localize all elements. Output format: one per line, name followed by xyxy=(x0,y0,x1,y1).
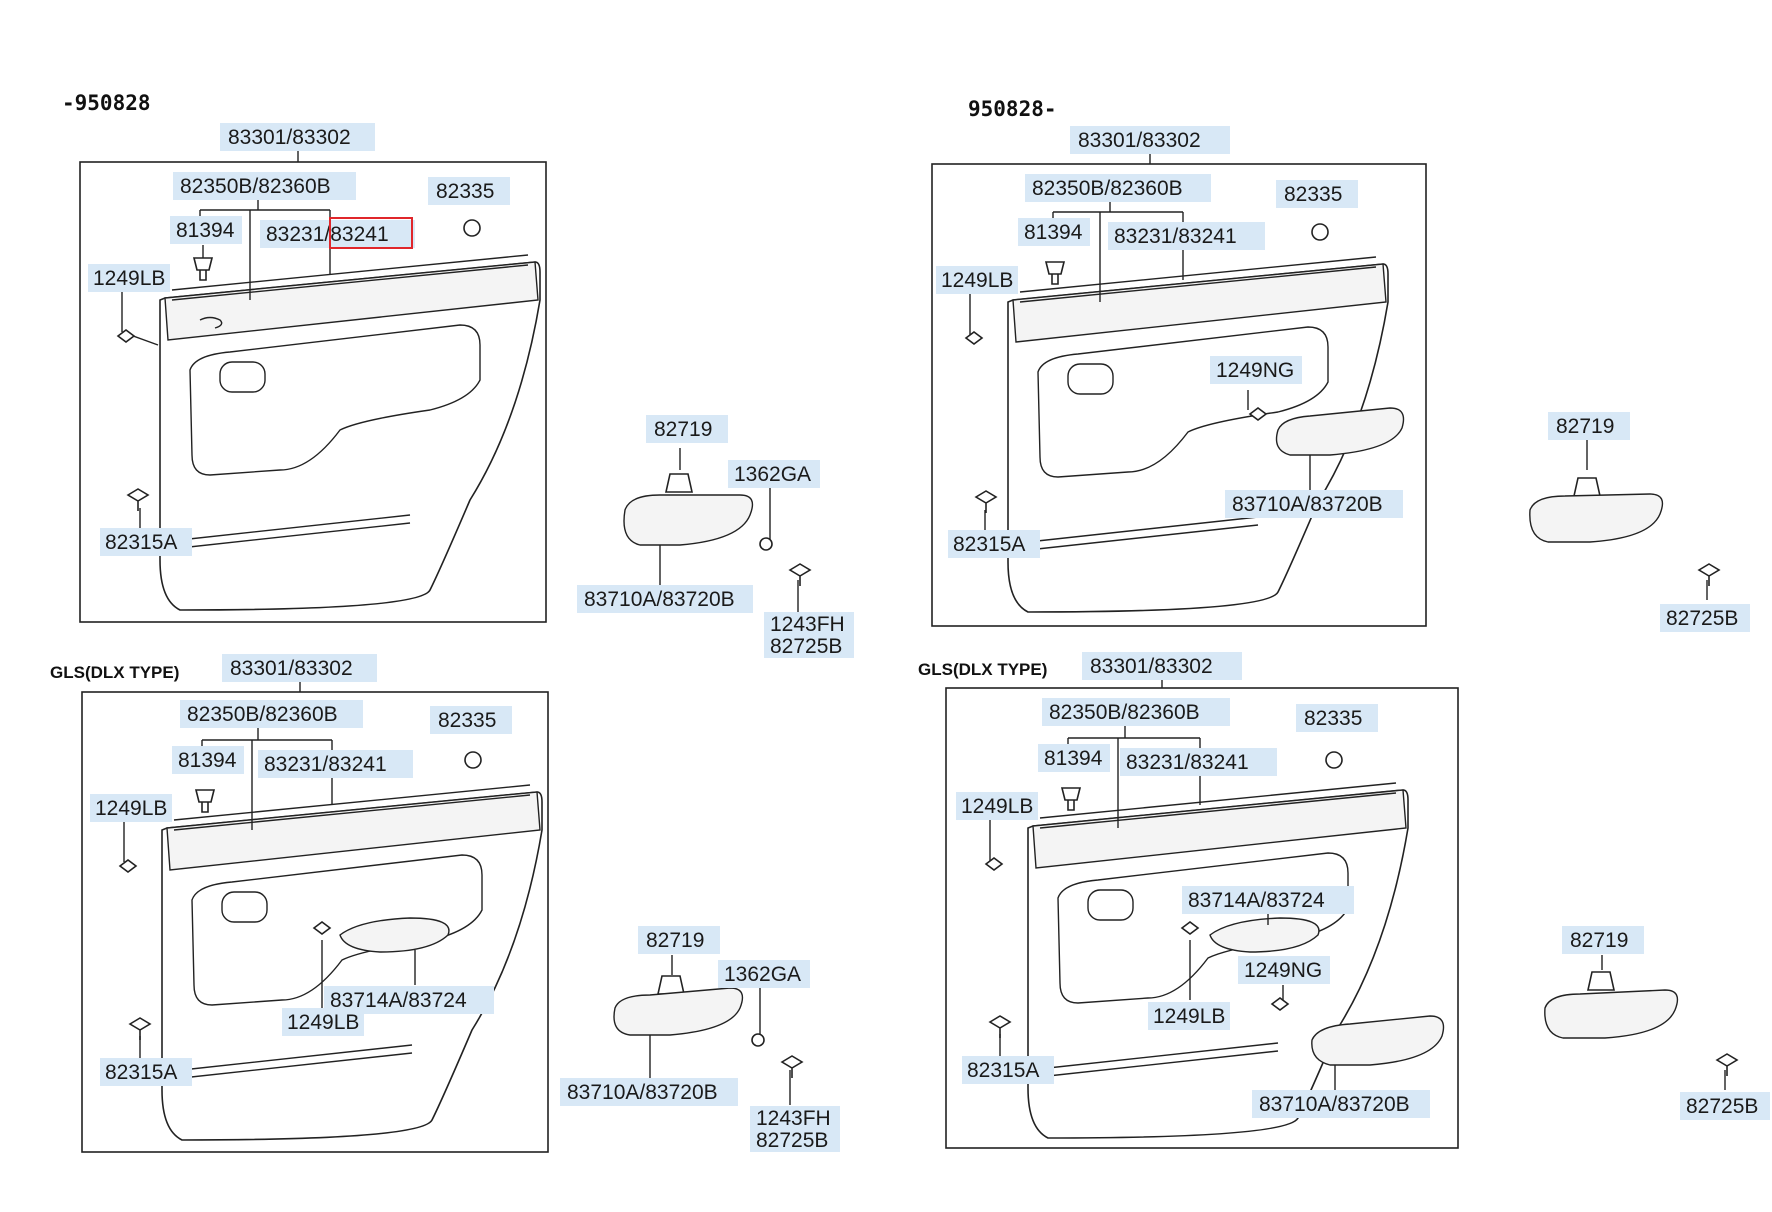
armrest-shape xyxy=(623,494,754,546)
part-labels: 83301/83302 82350B/82360B 82335 81394 83… xyxy=(90,654,840,1152)
label-armrest: 83710A/83720B xyxy=(1232,493,1383,516)
label-screw-inner: 1249LB xyxy=(1153,1005,1225,1028)
small-parts xyxy=(984,751,1739,1076)
part-labels: 83301/83302 82350B/82360B 82335 81394 83… xyxy=(88,123,854,658)
label-screw-left: 1249LB xyxy=(941,269,1013,292)
clip-82315a-shape xyxy=(126,488,150,511)
label-trim-strip: 83231/83241 xyxy=(1126,751,1249,774)
fastener-81394-shape xyxy=(192,257,214,281)
door-trim-panel xyxy=(159,254,541,611)
label-handle-cap: 82719 xyxy=(1556,415,1614,438)
diagram-header: GLS(DLX TYPE) xyxy=(50,663,179,682)
label-screw-left: 1249LB xyxy=(95,797,167,820)
label-fastener: 81394 xyxy=(176,219,235,242)
leader-lines xyxy=(969,154,1708,600)
label-screw-right-2: 82725B xyxy=(770,635,842,658)
label-assembly: 83301/83302 xyxy=(1078,129,1201,152)
panel-frame xyxy=(79,161,547,623)
label-clip-top: 82335 xyxy=(1284,183,1342,206)
label-handle-cap: 82719 xyxy=(646,929,704,952)
screw-right-shape xyxy=(788,563,812,586)
small-parts xyxy=(964,223,1721,586)
label-nut: 1362GA xyxy=(724,963,801,986)
label-screw-right: 82725B xyxy=(1686,1095,1758,1118)
label-armrest: 83710A/83720B xyxy=(567,1081,718,1104)
label-trim-strip: 83231/83241 xyxy=(266,223,389,246)
door-trim-panel xyxy=(1007,256,1405,613)
label-weatherstrip: 82350B/82360B xyxy=(1032,177,1183,200)
diagram-top-right: 950828- xyxy=(931,97,1750,632)
label-clip-top: 82335 xyxy=(1304,707,1362,730)
label-fastener: 81394 xyxy=(1024,221,1083,244)
label-clip-top: 82335 xyxy=(436,180,494,203)
label-assembly: 83301/83302 xyxy=(1090,655,1213,678)
label-screw-right-2: 82725B xyxy=(756,1129,828,1152)
diagram-header: GLS(DLX TYPE) xyxy=(918,660,1047,679)
diagram-top-left: -950828 xyxy=(62,91,854,658)
clip-82335-shape xyxy=(463,219,481,237)
label-clip-bottom: 82315A xyxy=(967,1059,1039,1082)
grip-shape xyxy=(339,917,450,953)
door-trim-panel xyxy=(1027,782,1445,1139)
label-grip: 83714A/83724 xyxy=(330,989,467,1012)
panel-frame xyxy=(945,687,1459,1149)
door-trim-panel xyxy=(161,784,543,1141)
label-screw-right-1: 1243FH xyxy=(756,1107,831,1130)
highlight-box xyxy=(329,217,413,249)
nut-shape xyxy=(759,537,773,551)
label-screw-mid: 1249NG xyxy=(1244,959,1322,982)
label-nut: 1362GA xyxy=(734,463,811,486)
label-fastener: 81394 xyxy=(1044,747,1103,770)
armrest-shape xyxy=(1275,407,1405,456)
label-screw-inner: 1249LB xyxy=(287,1011,359,1034)
label-armrest: 83710A/83720B xyxy=(1259,1093,1410,1116)
label-armrest: 83710A/83720B xyxy=(584,588,735,611)
label-handle-cap: 82719 xyxy=(1570,929,1628,952)
label-weatherstrip: 82350B/82360B xyxy=(180,175,331,198)
label-clip-bottom: 82315A xyxy=(105,1061,177,1084)
screw-shape xyxy=(116,329,136,343)
label-trim-strip: 83231/83241 xyxy=(264,753,387,776)
small-parts xyxy=(118,751,804,1078)
diagram-bottom-right: GLS(DLX TYPE) xyxy=(918,652,1770,1149)
label-clip-top: 82335 xyxy=(438,709,496,732)
panel-frame xyxy=(81,691,549,1153)
label-assembly: 83301/83302 xyxy=(230,657,353,680)
label-screw-left: 1249LB xyxy=(961,795,1033,818)
diagram-header: -950828 xyxy=(62,91,151,115)
label-trim-strip: 83231/83241 xyxy=(1114,225,1237,248)
diagram-header: 950828- xyxy=(968,97,1057,121)
label-screw-right-1: 1243FH xyxy=(770,613,845,636)
label-weatherstrip: 82350B/82360B xyxy=(1049,701,1200,724)
leader-lines xyxy=(989,678,1726,1090)
part-labels: 83301/83302 82350B/82360B 82335 81394 83… xyxy=(956,652,1770,1120)
label-screw-right: 82725B xyxy=(1666,607,1738,630)
label-handle-cap: 82719 xyxy=(654,418,712,441)
label-weatherstrip: 82350B/82360B xyxy=(187,703,338,726)
label-fastener: 81394 xyxy=(178,749,237,772)
panel-frame xyxy=(931,163,1427,627)
label-assembly: 83301/83302 xyxy=(228,126,351,149)
handle-cap-shape xyxy=(665,473,693,493)
part-labels: 83301/83302 82350B/82360B 82335 81394 83… xyxy=(936,126,1750,632)
small-parts xyxy=(116,219,812,586)
label-clip-bottom: 82315A xyxy=(105,531,177,554)
label-screw-mid: 1249NG xyxy=(1216,359,1294,382)
diagram-bottom-left: GLS(DLX TYPE) xyxy=(50,654,840,1153)
label-screw-left: 1249LB xyxy=(93,267,165,290)
label-clip-bottom: 82315A xyxy=(953,533,1025,556)
label-grip: 83714A/83724 xyxy=(1188,889,1325,912)
